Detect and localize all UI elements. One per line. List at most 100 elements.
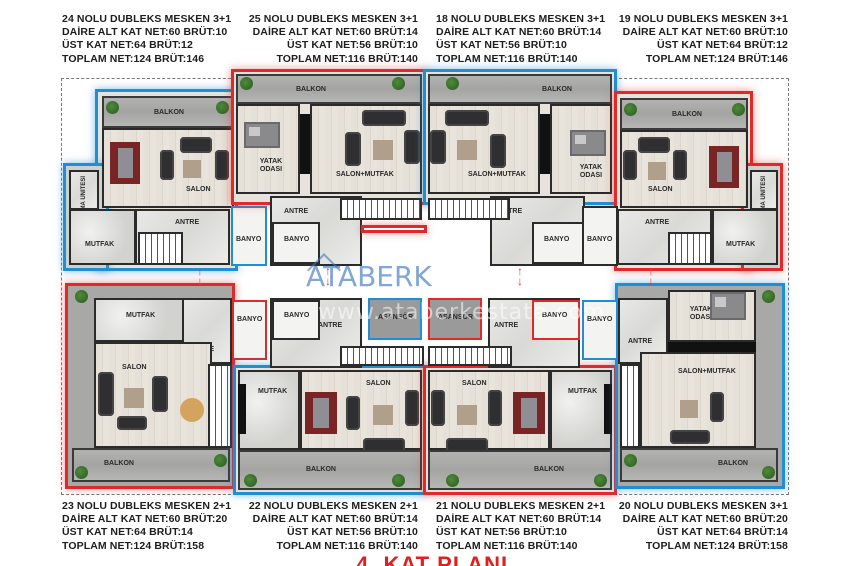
entry-arrow-icon: ↑↓ (517, 264, 523, 288)
plant-icon (75, 290, 88, 303)
plant-icon (446, 474, 459, 487)
plant-icon (446, 77, 459, 90)
elevator-left: ASANSÖR (368, 298, 422, 340)
rug-icon (648, 162, 666, 180)
sofa-icon (160, 150, 174, 180)
room-label: SALON+MUTFAK (336, 171, 394, 178)
dining-table-icon (110, 142, 140, 184)
plant-icon (762, 466, 775, 479)
unit-23-title: 23 NOLU DUBLEKS MESKEN 2+1 (62, 500, 232, 512)
unit-22-total: TOPLAM NET:116 BRÜT:140 (276, 539, 418, 552)
room-label: BANYO (236, 236, 262, 243)
unit-24-stairs (138, 232, 183, 265)
unit-21-lower-floor: DAİRE ALT KAT NET:60 BRÜT:14 (436, 513, 602, 526)
building-outline-right (614, 78, 789, 495)
unit-25-balkon: BALKON (236, 74, 422, 104)
unit-19-upper-floor: ÜST KAT NET:64 BRÜT:12 (657, 39, 788, 52)
sofa-icon (215, 150, 229, 180)
room-label: SALON+MUTFAK (678, 368, 736, 375)
unit-22-upper-floor: ÜST KAT NET:56 BRÜT:10 (287, 526, 418, 539)
plant-icon (762, 290, 775, 303)
room-label: MUTFAK (568, 388, 598, 395)
unit-25-yatak-odasi: YATAK ODASI (236, 104, 300, 194)
room-label: MUTFAK (726, 241, 756, 248)
unit-18-total: TOPLAM NET:116 BRÜT:140 (436, 52, 578, 65)
unit-20-lower-floor: DAİRE ALT KAT NET:60 BRÜT:20 (622, 513, 788, 526)
sofa-icon (404, 130, 420, 164)
unit-24-info: 24 NOLU DUBLEKS MESKEN 3+1 DAİRE ALT KAT… (62, 13, 231, 66)
entry-arrow-icon: ↑↓ (197, 264, 203, 288)
room-label: SALON (186, 186, 211, 193)
sofa-icon (445, 110, 489, 126)
rug-icon (183, 160, 201, 178)
room-label: BANYO (587, 316, 613, 323)
rug-icon (457, 140, 477, 160)
unit-18-info: 18 NOLU DUBLEKS MESKEN 3+1 DAİRE ALT KAT… (436, 13, 605, 66)
sofa-icon (98, 372, 114, 416)
room-label: ANTRE (498, 208, 523, 215)
unit-23-balkon: BALKON (72, 448, 230, 482)
room-label: ANTRE (318, 322, 343, 329)
unit-22-lower-floor: DAİRE ALT KAT NET:60 BRÜT:14 (252, 513, 418, 526)
unit-25-title: 25 NOLU DUBLEKS MESKEN 3+1 (248, 13, 418, 25)
room-label: BALKON (154, 109, 184, 116)
plant-icon (216, 101, 229, 114)
unit-21-banyo: BANYO (532, 300, 580, 340)
rug-icon (373, 140, 393, 160)
room-label: BALKON (534, 466, 564, 473)
unit-25-edge (364, 228, 424, 230)
unit-19-banyo: BANYO (582, 206, 618, 266)
plant-icon (624, 103, 637, 116)
room-label: BALKON (104, 460, 134, 467)
unit-19-stairs (668, 232, 712, 265)
rug-icon (373, 405, 393, 425)
room-label: BALKON (542, 86, 572, 93)
unit-18-upper-floor: ÜST KAT NET:56 BRÜT:10 (436, 39, 567, 52)
unit-25-stairs (340, 198, 422, 220)
unit-24-klima: KLİMA ÜNİTESİ (69, 170, 99, 220)
room-label: SALON (648, 186, 673, 193)
sofa-icon (488, 390, 502, 426)
unit-24-lower-floor: DAİRE ALT KAT NET:60 BRÜT:10 (62, 26, 228, 39)
rug-icon (680, 400, 698, 418)
unit-18-title: 18 NOLU DUBLEKS MESKEN 3+1 (436, 13, 606, 25)
unit-20-total: TOPLAM NET:124 BRÜT:158 (645, 539, 788, 552)
unit-24-balkon: BALKON (102, 96, 234, 128)
room-label: ANTRE (645, 219, 670, 226)
room-label: ANTRE (175, 219, 200, 226)
plant-icon (624, 454, 637, 467)
unit-23-info: 23 NOLU DUBLEKS MESKEN 2+1 DAİRE ALT KAT… (62, 500, 231, 553)
room-label: ANTRE (628, 338, 653, 345)
room-label: MUTFAK (85, 241, 115, 248)
dining-table-icon (709, 146, 739, 188)
sofa-icon (638, 137, 670, 153)
unit-23-lower-floor: DAİRE ALT KAT NET:60 BRÜT:20 (62, 513, 228, 526)
unit-21-mutfak: MUTFAK (550, 370, 612, 450)
room-label: BALKON (306, 466, 336, 473)
unit-21-stairs (428, 346, 512, 366)
unit-20-stairs (620, 364, 640, 448)
unit-22-stairs (340, 346, 424, 366)
entry-arrow-icon: ↑↓ (325, 264, 331, 288)
unit-23-total: TOPLAM NET:124 BRÜT:158 (62, 539, 205, 552)
sofa-icon (180, 137, 212, 153)
unit-18-banyo: BANYO (532, 222, 584, 264)
unit-19-balkon: BALKON (620, 98, 748, 130)
sofa-icon (430, 130, 446, 164)
kitchen-counter (300, 114, 310, 174)
corridor (185, 263, 665, 297)
unit-22-balkon: BALKON (238, 450, 422, 490)
sofa-icon (345, 132, 361, 166)
room-label: MUTFAK (258, 388, 288, 395)
room-label: ANTRE (284, 208, 309, 215)
room-label: ASANSÖR (378, 314, 414, 321)
elevator-right: ASANSÖR (428, 298, 482, 340)
plant-icon (392, 77, 405, 90)
room-label: BANYO (587, 236, 613, 243)
room-label: ASANSÖR (438, 314, 474, 321)
unit-21-upper-floor: ÜST KAT NET:56 BRÜT:10 (436, 526, 567, 539)
unit-22-mutfak: MUTFAK (238, 370, 300, 450)
room-label: BANYO (542, 312, 568, 319)
unit-20-banyo: BANYO (582, 300, 618, 360)
plan-title: 4. KAT PLANI (356, 552, 509, 566)
